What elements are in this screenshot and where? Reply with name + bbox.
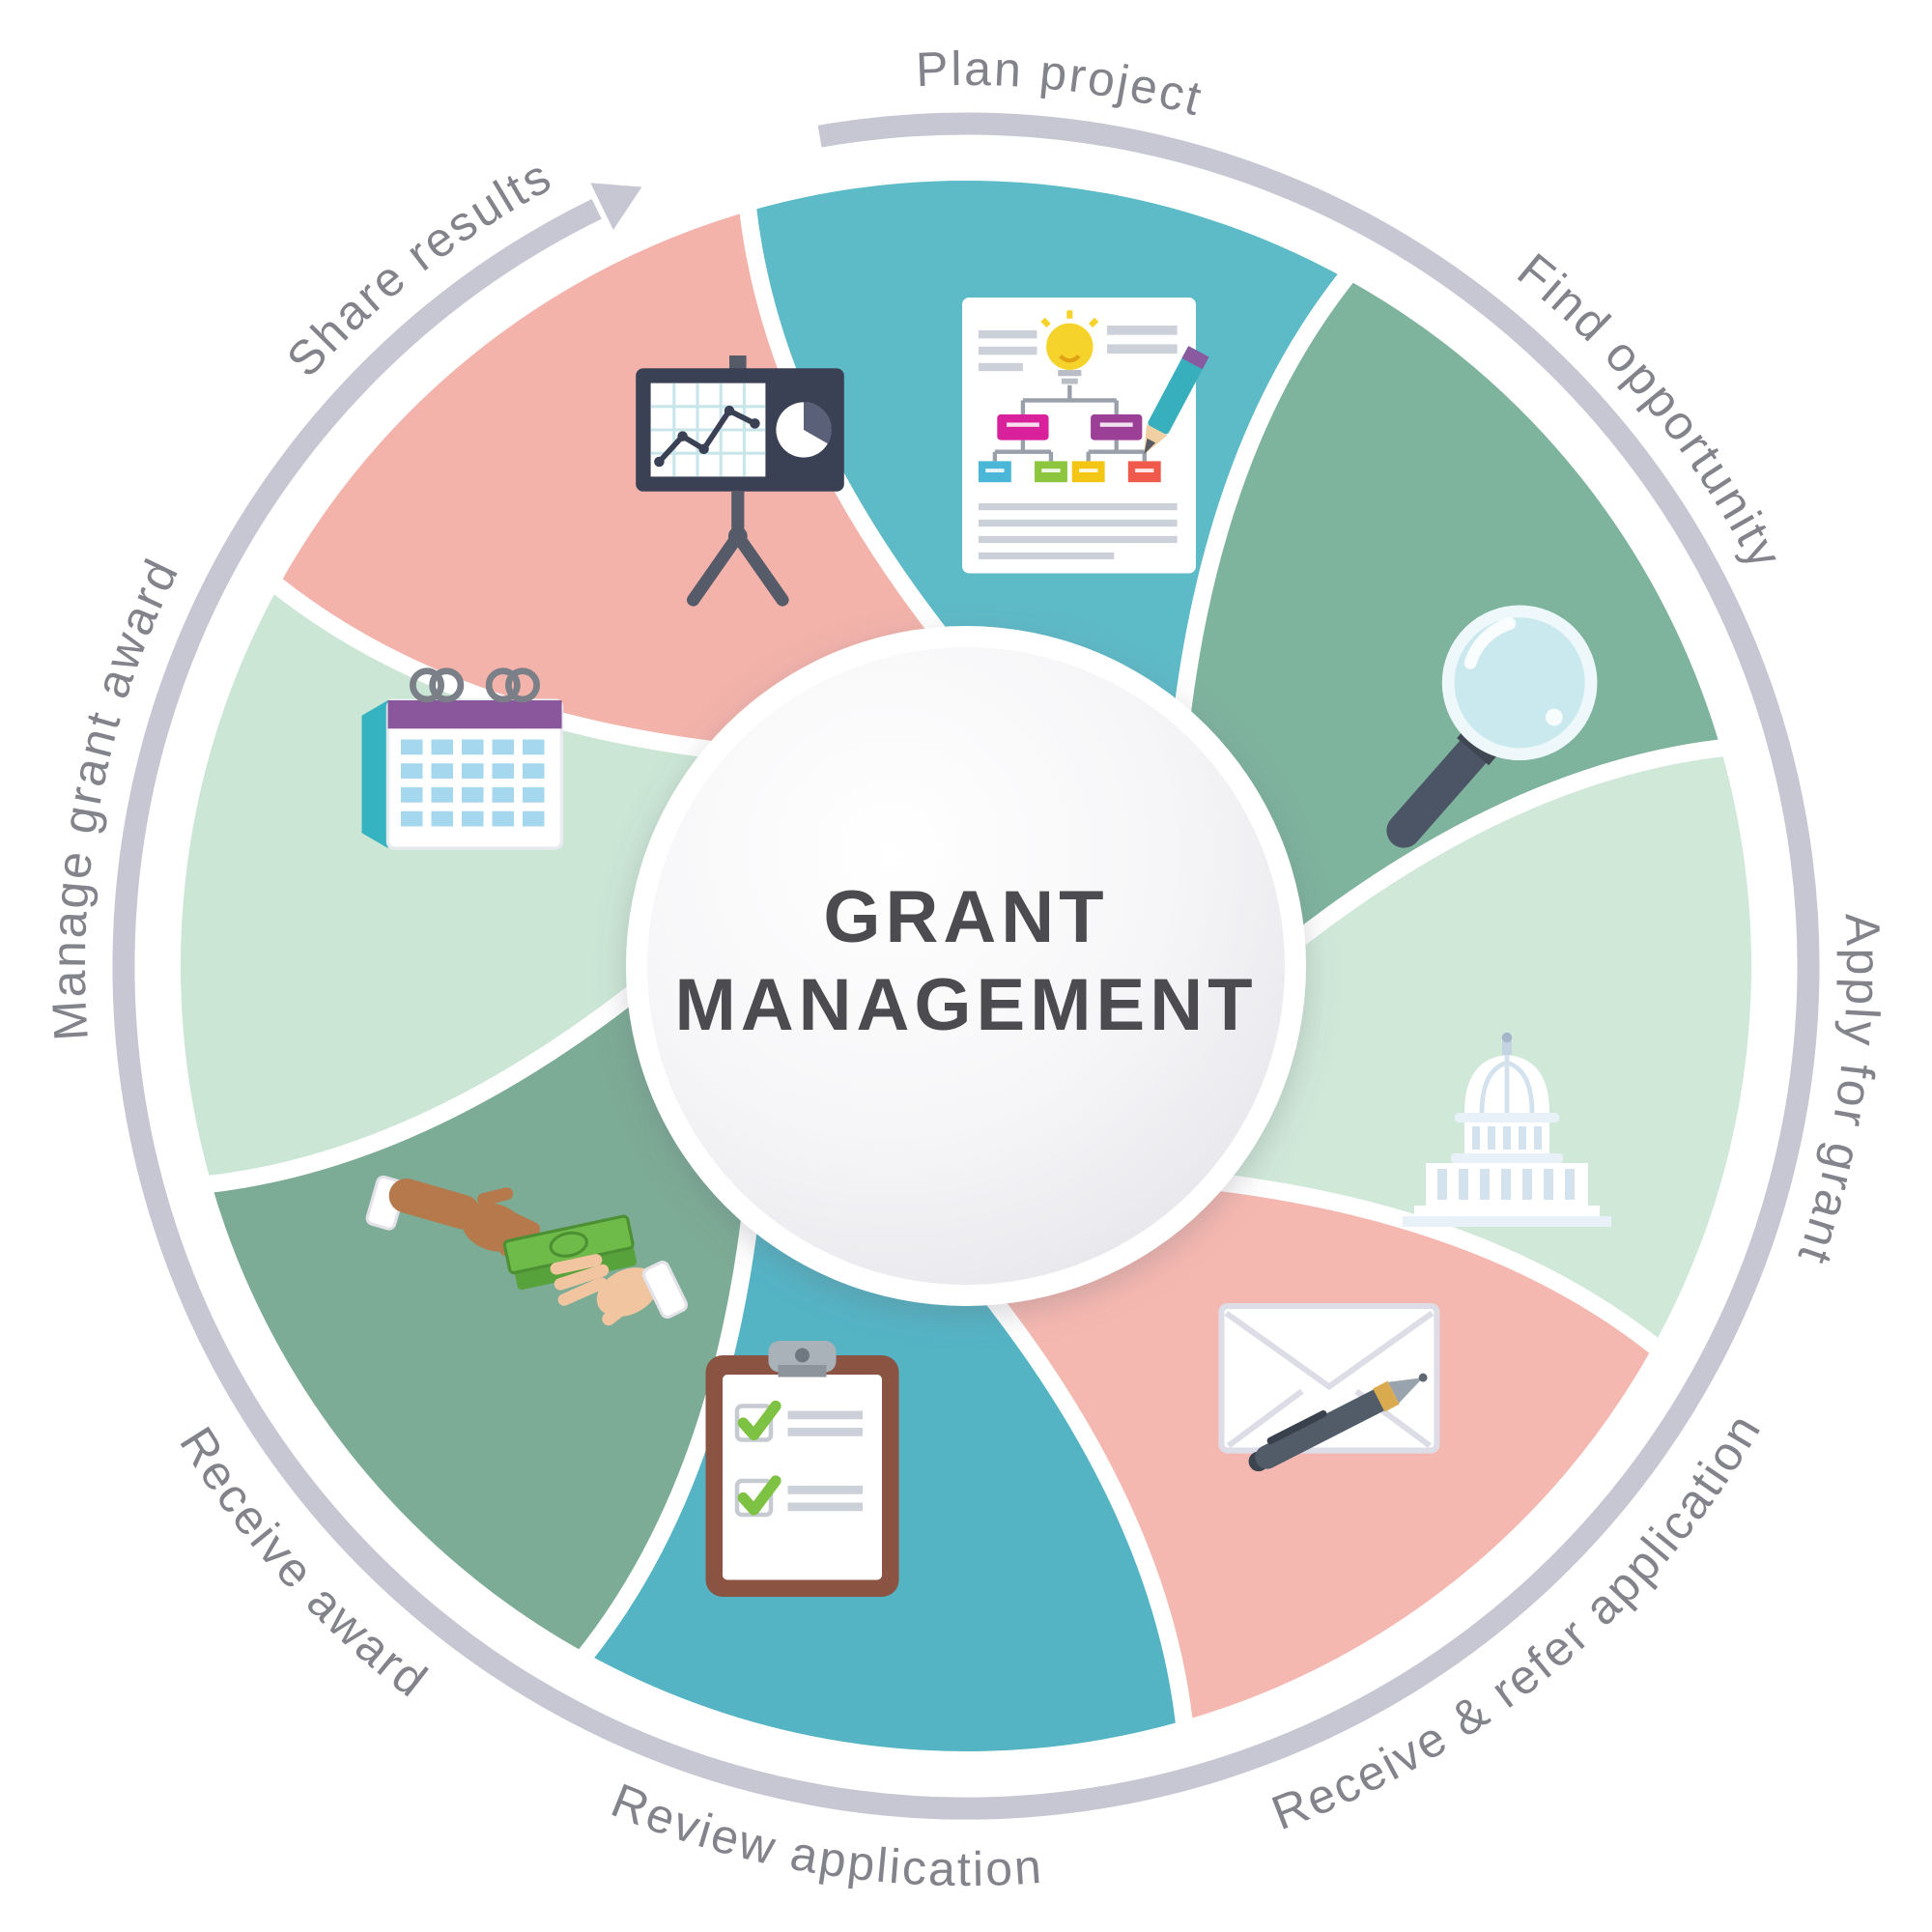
pen-icon	[1248, 1373, 1428, 1472]
project-plan-document-icon	[962, 298, 1209, 574]
presentation-chart-icon	[636, 355, 844, 607]
hand-giving-money-icon	[365, 1175, 689, 1326]
receiving-hand	[550, 1254, 689, 1326]
pencil-icon	[1144, 346, 1209, 455]
cycle-arrow-head-icon	[590, 183, 642, 230]
envelope-and-pen-icon	[1218, 1302, 1440, 1472]
clipboard-checklist-icon	[705, 1341, 899, 1597]
center-circle	[647, 647, 1285, 1285]
center-title-line1: GRANT	[823, 876, 1108, 958]
center-title-line2: MANAGEMENT	[674, 964, 1257, 1046]
cycle-arrow-ring	[112, 112, 1820, 1820]
desk-calendar-icon	[361, 668, 564, 850]
capitol-building-icon	[1403, 1032, 1611, 1227]
magnifying-glass-icon	[1386, 605, 1598, 848]
